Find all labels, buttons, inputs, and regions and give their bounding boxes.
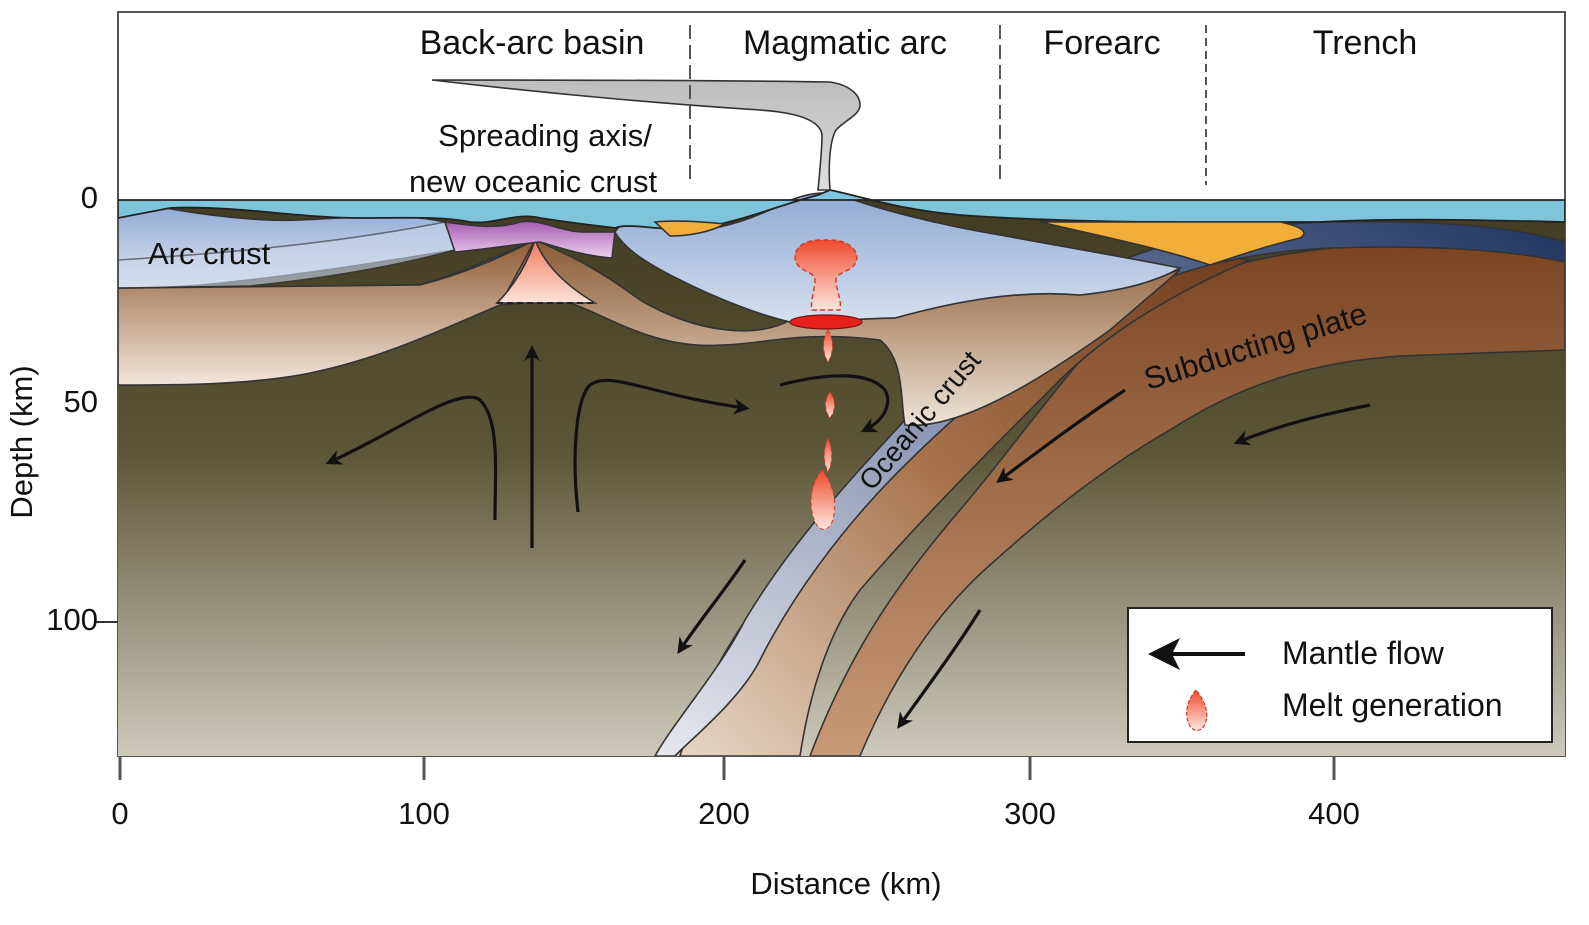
melt-droplet-icon: [1186, 689, 1208, 732]
x-tick-label: 0: [111, 796, 128, 831]
arrow-down-left-icon: [996, 388, 1126, 483]
legend: Mantle flow Melt generation: [1127, 607, 1553, 743]
legend-melt-generation-label: Melt generation: [1282, 687, 1503, 723]
arrow-left-icon: [1148, 638, 1245, 670]
melt-column: [789, 239, 863, 530]
arrow-right-icon: [573, 378, 750, 513]
arc-crust-label: Arc crust: [148, 236, 271, 271]
spreading-axis-label: Spreading axis/: [438, 118, 652, 153]
y-axis: 0 50 100 Depth (km): [4, 180, 118, 637]
legend-mantle-flow-label: Mantle flow: [1282, 635, 1445, 671]
x-tick-label: 300: [1004, 796, 1056, 831]
spreading-axis-melt: [495, 237, 598, 304]
x-tick-label: 200: [698, 796, 750, 831]
arrow-down-left-icon: [897, 609, 982, 729]
arc-crust-lower: [118, 221, 457, 289]
mantle-flow-arrows: [325, 345, 1371, 729]
x-tick-label: 100: [398, 796, 450, 831]
y-tick-label: 0: [81, 180, 98, 215]
arrow-curve-icon: [779, 374, 890, 433]
new-oceanic-crust: [443, 220, 616, 259]
x-tick-label: 400: [1308, 796, 1360, 831]
y-tick-label: 50: [64, 384, 98, 419]
back-arc-lithosphere: [118, 238, 537, 386]
zone-label-magmatic-arc: Magmatic arc: [743, 24, 947, 62]
arrow-left-icon: [1233, 403, 1371, 446]
x-axis-title: Distance (km): [750, 866, 941, 901]
forearc-sediment-small: [653, 220, 728, 237]
arrow-left-icon: [325, 395, 498, 521]
y-axis-title: Depth (km): [4, 365, 39, 518]
zone-label-forearc: Forearc: [1043, 24, 1160, 62]
arrow-down-left-icon: [677, 559, 747, 654]
trench-sediment-wedge: [1039, 221, 1305, 266]
y-tick-label: 100: [46, 602, 98, 637]
zone-label-trench: Trench: [1313, 24, 1418, 62]
volcanic-plume: [431, 79, 861, 191]
new-oceanic-crust-label: new oceanic crust: [409, 164, 658, 199]
zone-label-back-arc: Back-arc basin: [420, 24, 645, 62]
oceanic-crust-layer: [654, 220, 1565, 756]
x-axis: 0 100 200 300 400 Distance (km): [111, 756, 1360, 901]
